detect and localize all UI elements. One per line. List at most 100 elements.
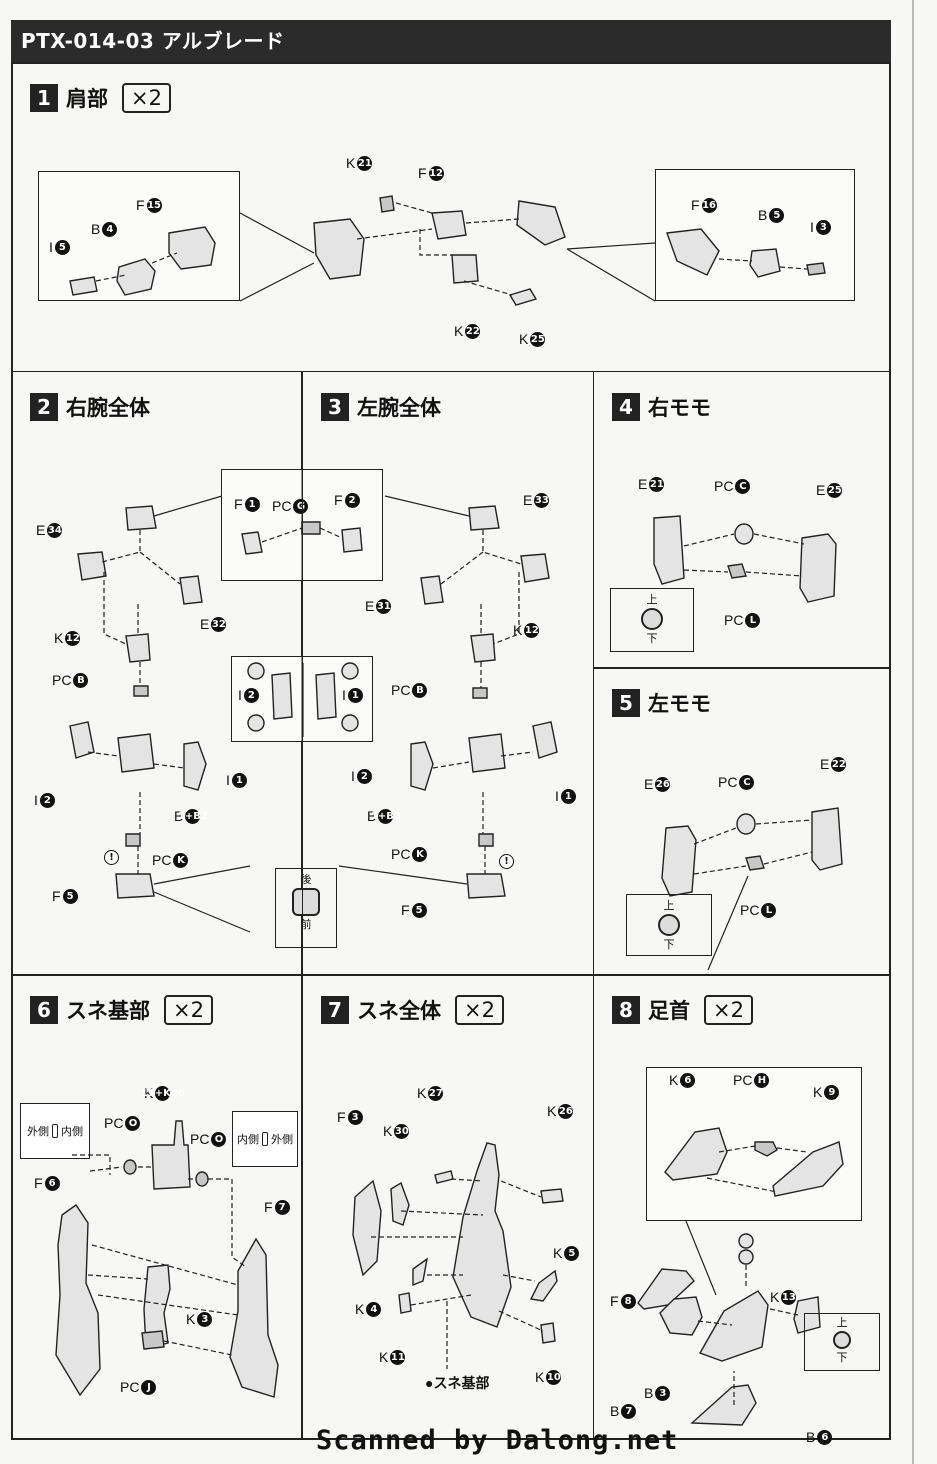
step-number: 7	[321, 996, 349, 1024]
scan-watermark: Scanned by Dalong.net	[316, 1425, 679, 1456]
ankle-callout-diagram	[664, 1127, 844, 1197]
step-title: 足首	[648, 999, 690, 1023]
step-title: 右腕全体	[66, 396, 150, 420]
page-edge-rule	[912, 0, 914, 1464]
inner-label: 内側	[61, 1125, 83, 1138]
step-4-diagram	[653, 515, 837, 603]
inner-outer-note: 内側 外側	[232, 1111, 298, 1167]
step-number: 8	[612, 996, 640, 1024]
attention-mark: !	[499, 854, 514, 869]
direction-icon	[658, 914, 680, 936]
direction-icon	[641, 608, 663, 630]
outer-inner-note: 外側 内側	[20, 1103, 90, 1159]
step-2-header: 2 右腕全体	[30, 392, 150, 422]
step-7-header: 7 スネ全体 ×2	[321, 995, 504, 1025]
inner-label: 内側	[237, 1133, 259, 1146]
step-title: 肩部	[66, 87, 108, 111]
down-label: 下	[646, 632, 658, 645]
arm-joint-diagram	[241, 521, 363, 555]
step-number: 6	[30, 996, 58, 1024]
step-2-diagram	[69, 495, 251, 933]
quantity-box: ×2	[455, 995, 504, 1025]
down-label: 下	[663, 938, 675, 951]
step-title: スネ全体	[357, 999, 441, 1023]
outer-label: 外側	[27, 1125, 49, 1138]
up-label: 上	[836, 1316, 848, 1329]
front-rear-note: 後 前	[275, 868, 337, 948]
elbow-diagram	[247, 662, 359, 737]
shin-base-label: ●スネ基部	[425, 1375, 490, 1391]
quantity-box: ×2	[122, 83, 171, 113]
step-1-diagram	[69, 195, 826, 306]
step-6-header: 6 スネ基部 ×2	[30, 995, 213, 1025]
step-title: 左腕全体	[357, 396, 441, 420]
step-number: 3	[321, 393, 349, 421]
quantity-box: ×2	[164, 995, 213, 1025]
up-down-note: 上 下	[610, 588, 694, 652]
step-8-diagram	[637, 1220, 821, 1426]
pin-icon	[52, 1124, 58, 1138]
outer-label: 外側	[271, 1133, 293, 1146]
attention-mark: !	[104, 850, 119, 865]
step-4-header: 4 右モモ	[612, 392, 711, 422]
page-title: PTX-014-03 アルブレード	[11, 20, 891, 62]
step-title: スネ基部	[66, 999, 150, 1023]
down-label: 下	[836, 1351, 848, 1364]
